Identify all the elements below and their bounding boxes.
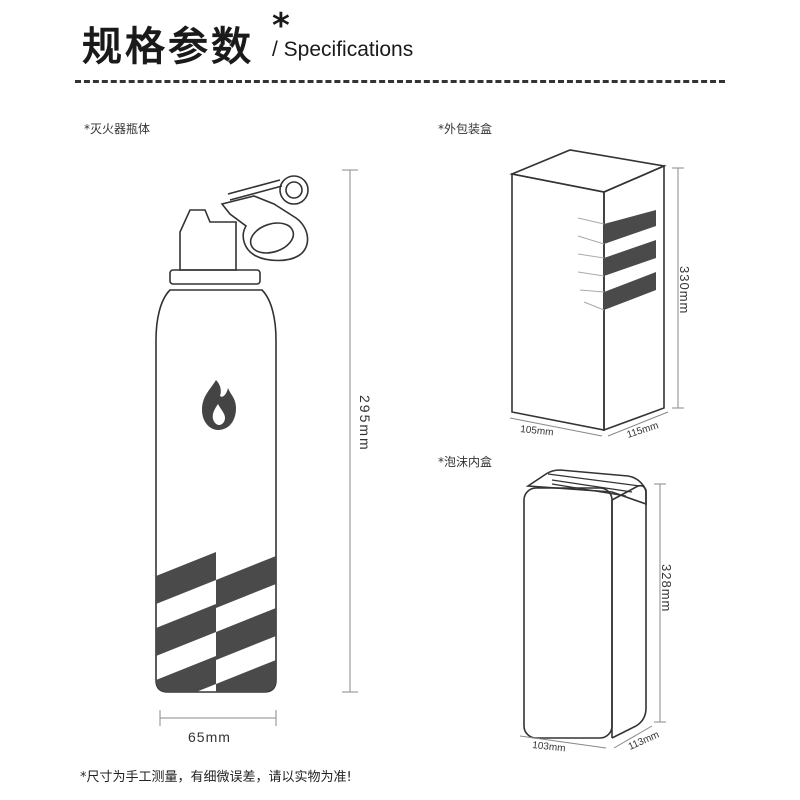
extinguisher-bottle	[155, 175, 309, 693]
outer-box-side	[603, 164, 665, 432]
flame-icon	[202, 380, 236, 430]
outer-depth-label: 115mm	[626, 420, 660, 441]
page-title: 规格参数	[82, 24, 254, 70]
handle-lever	[220, 195, 309, 262]
foam-depth-dimension	[613, 725, 653, 749]
bottle-stripes	[156, 552, 276, 692]
header-divider	[75, 80, 725, 83]
outer-height-dimension	[672, 167, 684, 409]
foam-height-dimension	[654, 483, 666, 723]
foam-box-side	[611, 484, 647, 739]
bottle-collar	[169, 269, 261, 285]
extinguisher-label: *灭火器瓶体	[84, 122, 151, 136]
bottle-height-dimension	[342, 169, 358, 693]
foam-box	[523, 469, 647, 739]
outer-height-label: 330mm	[677, 266, 692, 314]
page-subtitle: / Specifications	[272, 38, 414, 61]
header: 规格参数 * / Specifications	[0, 0, 800, 80]
outer-width-label: 105mm	[520, 424, 554, 438]
outer-box-stripes	[604, 210, 656, 310]
foam-box-top	[525, 469, 647, 506]
outer-box-top	[509, 149, 667, 193]
foam-width-dimension	[519, 735, 607, 749]
bottle-width-label: 65mm	[188, 729, 231, 745]
foam-width-label: 103mm	[532, 740, 566, 754]
outer-box-label: *外包装盒	[438, 122, 493, 136]
outer-box-front	[511, 173, 605, 431]
bottle-height-label: 295mm	[357, 395, 373, 452]
pin-ring	[279, 175, 309, 205]
bottle-width-dimension	[159, 710, 277, 726]
outer-width-dimension	[509, 417, 603, 437]
handle-hole	[249, 222, 295, 254]
foam-box-front	[523, 487, 613, 739]
title-asterisk: *	[272, 6, 290, 46]
measurement-footnote: *尺寸为手工测量，有细微误差，请以实物为准!	[80, 770, 352, 785]
foam-box-label: *泡沫内盒	[438, 455, 493, 469]
foam-depth-label: 113mm	[627, 729, 661, 752]
foam-height-label: 328mm	[659, 564, 674, 612]
outer-box	[509, 149, 667, 432]
valve-head	[179, 209, 237, 271]
outer-depth-dimension	[607, 411, 669, 437]
